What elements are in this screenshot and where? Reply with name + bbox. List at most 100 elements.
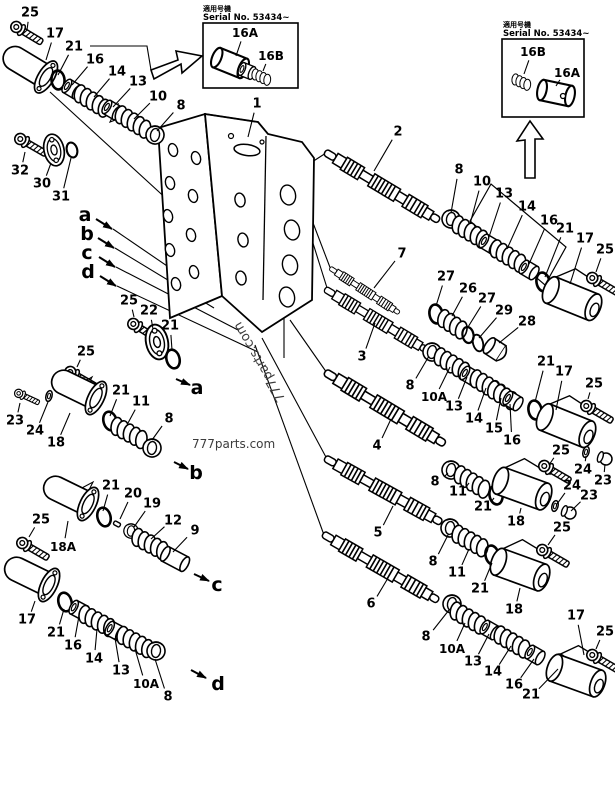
- leader-line: [415, 355, 430, 379]
- leader-line: [156, 112, 174, 132]
- leader-line: [133, 102, 151, 120]
- leader-line: [495, 397, 502, 421]
- leader-line: [74, 615, 80, 638]
- flow-letter-d: d: [81, 261, 95, 283]
- flow-arrow-d: [99, 275, 117, 287]
- callout-left-note-jp: 適用号機: [203, 4, 231, 13]
- leader-line: [131, 309, 135, 318]
- callout-right-serial-note: Serial No. 53434~: [503, 29, 589, 39]
- valve-body: [157, 112, 315, 334]
- leader-line: [519, 507, 522, 514]
- leader-line: [151, 425, 163, 441]
- leader-line: [469, 190, 480, 225]
- arrow-to-right-box: [515, 119, 545, 179]
- leader-line: [498, 326, 519, 344]
- part-label-10A: 10A: [439, 642, 466, 656]
- leader-line: [102, 494, 109, 512]
- part-label-13: 13: [464, 655, 482, 670]
- part-label-1: 1: [252, 97, 261, 112]
- leader-line: [443, 472, 449, 478]
- part-label-27: 27: [437, 270, 455, 285]
- leader-line: [376, 577, 389, 597]
- leader-line: [437, 534, 449, 555]
- leader-line: [456, 622, 466, 642]
- part-label-18A: 18A: [50, 540, 77, 554]
- part-label-24: 24: [563, 479, 581, 494]
- leader-line: [172, 536, 188, 553]
- part-labels-layer: 25172116141310816A16B3230311216B16A81013…: [6, 6, 614, 705]
- part-label-13: 13: [112, 664, 130, 679]
- part-label-21: 21: [471, 582, 489, 597]
- flow-arrow-a: [95, 218, 113, 230]
- part-label-25: 25: [32, 513, 50, 528]
- flow-letter-c: c: [211, 574, 222, 596]
- leader-line: [506, 214, 523, 250]
- leader-line: [58, 608, 65, 625]
- leader-line: [538, 668, 559, 690]
- part-label-16: 16: [503, 434, 521, 449]
- leader-line: [60, 412, 71, 436]
- leader-line: [516, 587, 521, 602]
- part-label-7: 7: [397, 247, 406, 262]
- part-label-21: 21: [47, 626, 65, 641]
- leader-line: [466, 482, 470, 487]
- leader-line: [570, 501, 581, 512]
- leader-line: [154, 658, 165, 689]
- part-label-25: 25: [120, 294, 138, 309]
- part-label-25: 25: [585, 377, 603, 392]
- leader-line: [38, 401, 49, 423]
- part-label-21: 21: [537, 355, 555, 370]
- flow-arrow-b: [173, 461, 189, 470]
- part-label-25: 25: [596, 243, 614, 258]
- part-label-17: 17: [18, 613, 36, 628]
- flow-letter-b: b: [189, 462, 203, 484]
- part-label-17: 17: [567, 609, 585, 624]
- flow-letter-a: a: [79, 204, 92, 226]
- leader-line: [57, 54, 70, 76]
- leader-line: [94, 628, 98, 651]
- leader-line: [133, 510, 146, 528]
- part-label-24: 24: [26, 424, 44, 439]
- part-label-8: 8: [428, 555, 437, 570]
- leader-line: [365, 322, 376, 349]
- flow-arrow-c: [193, 573, 210, 582]
- part-label-14: 14: [465, 412, 483, 427]
- part-label-23: 23: [594, 474, 612, 489]
- leader-line: [577, 624, 585, 656]
- leader-line: [22, 151, 26, 163]
- flow-arrow-b: [97, 237, 115, 249]
- leader-line: [109, 399, 118, 417]
- part-label-25: 25: [553, 521, 571, 536]
- part-label-25: 25: [77, 345, 95, 360]
- part-label-8: 8: [163, 690, 172, 705]
- part-label-8: 8: [176, 99, 185, 114]
- leader-line: [520, 658, 535, 679]
- leader-line: [247, 112, 255, 138]
- flow-arrow-d: [190, 669, 207, 679]
- leader-line: [547, 534, 556, 546]
- part-label-18: 18: [505, 603, 523, 618]
- watermark-diagonal: 777parts.com: [231, 319, 289, 405]
- callout-left-serial-note: Serial No. 53434~: [203, 13, 289, 23]
- leader-line: [528, 228, 545, 265]
- part-label-17: 17: [46, 27, 64, 42]
- leader-line: [477, 633, 490, 655]
- part-label-8: 8: [430, 475, 439, 490]
- leader-line: [509, 403, 512, 433]
- part-label-32: 32: [11, 164, 29, 179]
- callout-box-right: 適用号機 Serial No. 53434~: [501, 20, 589, 118]
- part-label-5: 5: [373, 526, 382, 541]
- leader-line: [432, 609, 450, 631]
- part-label-21: 21: [474, 500, 492, 515]
- part-label-22: 22: [140, 304, 158, 319]
- part-label-21: 21: [522, 688, 540, 703]
- part-label-14: 14: [85, 652, 103, 667]
- part-label-10: 10: [149, 90, 167, 105]
- part-label-25: 25: [596, 625, 614, 640]
- part-label-12: 12: [164, 514, 182, 529]
- part-label-14: 14: [484, 665, 502, 680]
- part-label-17: 17: [576, 232, 594, 247]
- part-label-16B: 16B: [520, 45, 546, 59]
- leader-line: [382, 505, 394, 526]
